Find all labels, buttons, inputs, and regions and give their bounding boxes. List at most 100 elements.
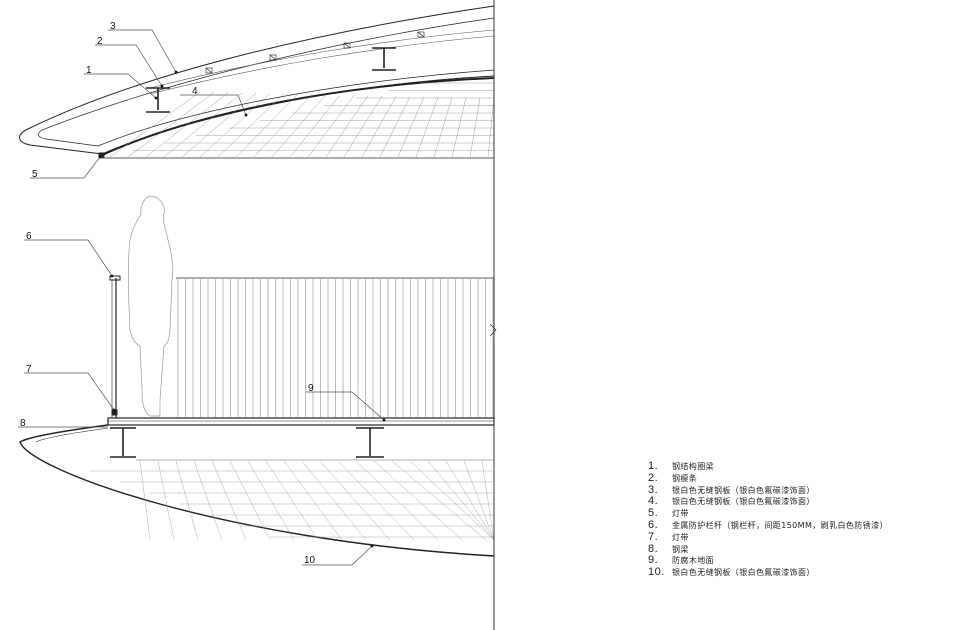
legend-text: 钢结构圈梁	[672, 462, 714, 471]
legend-text: 金属防护栏杆（钢栏杆，间距150MM，刷乳白色防锈漆）	[672, 520, 888, 530]
legend-item: 1. 钢结构圈梁	[648, 460, 888, 472]
lower-grid-col	[193, 460, 223, 541]
legend-text: 银白色无缝钢板（银白色氟碳漆饰面）	[672, 568, 815, 578]
soffit-grid-col	[109, 91, 201, 158]
legend-item: 3. 银白色无缝钢板（银白色氟碳漆饰面）	[648, 484, 888, 496]
lower-grid-col	[319, 460, 391, 541]
callout-3: 3	[110, 21, 116, 32]
legend-text: 灯带	[672, 509, 689, 519]
legend-item: 10. 银白色无缝钢板（银白色氟碳漆饰面）	[648, 566, 888, 578]
soffit-grid-col	[415, 97, 439, 158]
floor-beam-2	[356, 427, 384, 458]
ring-beam-2	[372, 47, 396, 71]
legend-item: 5. 灯带	[648, 507, 888, 519]
legend-number: 2.	[648, 471, 659, 484]
soffit-grid-col	[253, 94, 313, 158]
light-strip-roof	[98, 152, 105, 158]
soffit-grid-col	[235, 93, 299, 158]
legend-number: 4.	[648, 495, 659, 508]
legend-text: 银白色无缝钢板（银白色氟碳漆饰面）	[672, 485, 815, 495]
lower-grid-col	[409, 460, 495, 541]
balcony-section	[19, 275, 497, 557]
legend-number: 10.	[648, 566, 665, 579]
roof-outer-skin	[19, 5, 495, 155]
lower-grid-col	[247, 460, 295, 541]
legend: 1. 钢结构圈梁 2. 钢檩条 3. 银白色无缝钢板（银白色氟碳漆饰面） 4. 银白色无…	[648, 460, 888, 578]
callout-1: 1	[86, 65, 92, 76]
soffit-grid-col	[469, 97, 481, 158]
lower-grid-col	[391, 460, 487, 541]
lower-grid-col	[283, 460, 343, 541]
legend-text: 灯带	[672, 532, 689, 542]
lower-grid-col	[463, 460, 495, 541]
soffit-grid-col	[433, 97, 453, 158]
lower-skin-inner	[35, 427, 109, 443]
callout-5: 5	[32, 169, 38, 180]
legend-item: 4. 银白色无缝钢板（银白色氟碳漆饰面）	[648, 495, 888, 507]
legend-number: 1.	[648, 460, 659, 472]
legend-item: 8. 钢梁	[648, 543, 888, 555]
legend-text: 钢檩条	[672, 473, 698, 483]
roof-outer-skin-inner	[38, 17, 495, 147]
soffit-grid-col	[163, 92, 243, 158]
legend-number: 3.	[648, 483, 659, 496]
soffit-grid-col	[325, 95, 369, 158]
lower-grid-col	[211, 460, 247, 541]
legend-item: 9. 防腐木地面	[648, 554, 888, 566]
callout-8: 8	[20, 418, 26, 429]
lower-grid-col	[355, 460, 439, 541]
timber-floor	[107, 417, 495, 426]
roof-purlin-line	[149, 29, 495, 89]
legend-text: 防腐木地面	[672, 556, 714, 566]
lower-grid-col	[229, 460, 271, 541]
roof-purlin-line-2	[149, 35, 495, 95]
lower-grid-col	[337, 460, 415, 541]
legend-item: 6.金属防护栏杆（钢栏杆，间距150MM，刷乳白色防锈漆）	[648, 519, 888, 531]
roof-soffit-edge	[99, 77, 495, 157]
roof-soffit-grid	[109, 82, 495, 158]
soffit-grid-col	[145, 92, 229, 158]
callout-7: 7	[26, 364, 32, 375]
callout-6: 6	[26, 231, 32, 242]
callout-9: 9	[308, 383, 314, 394]
soffit-grid-col	[271, 94, 327, 158]
railing-cap	[109, 275, 121, 281]
legend-number: 5.	[648, 507, 659, 520]
lower-grid-col	[157, 460, 175, 541]
soffit-grid-col	[199, 93, 271, 158]
legend-number: 8.	[648, 542, 659, 555]
soffit-grid-col	[397, 96, 425, 158]
callout-2: 2	[97, 36, 103, 47]
leader-dots	[98, 70, 386, 548]
lower-grid-col	[481, 460, 495, 541]
soffit-grid-col	[379, 96, 411, 158]
roof-section	[19, 5, 495, 159]
callout-4: 4	[192, 86, 198, 97]
ring-beam-1	[146, 87, 170, 113]
legend-text: 银白色无缝钢板（银白色氟碳漆饰面）	[672, 497, 815, 507]
human-figure	[128, 195, 174, 417]
soffit-grid-col	[307, 95, 355, 158]
lower-grid-col	[427, 460, 495, 541]
purlin-markers	[205, 31, 425, 74]
lower-grid-col	[301, 460, 367, 541]
lower-grid-col	[139, 460, 151, 541]
lower-skin	[19, 424, 495, 557]
break-mark	[489, 323, 497, 337]
soffit-grid-col	[343, 95, 383, 158]
lower-grid-col	[373, 460, 463, 541]
lower-grid-col	[175, 460, 199, 541]
soffit-grid-col	[289, 94, 341, 158]
lower-grid-col	[445, 460, 495, 541]
lower-grid-col	[265, 460, 319, 541]
legend-item: 2. 钢檩条	[648, 472, 888, 484]
soffit-grid-col	[181, 93, 257, 158]
legend-number: 7.	[648, 530, 659, 543]
legend-text: 钢梁	[672, 544, 689, 554]
floor-beam-1	[110, 427, 136, 458]
soffit-grid-col	[361, 96, 397, 158]
soffit-grid-col	[127, 92, 215, 158]
callout-leaders	[18, 29, 385, 566]
legend-number: 9.	[648, 554, 659, 567]
soffit-grid-col	[451, 97, 467, 158]
